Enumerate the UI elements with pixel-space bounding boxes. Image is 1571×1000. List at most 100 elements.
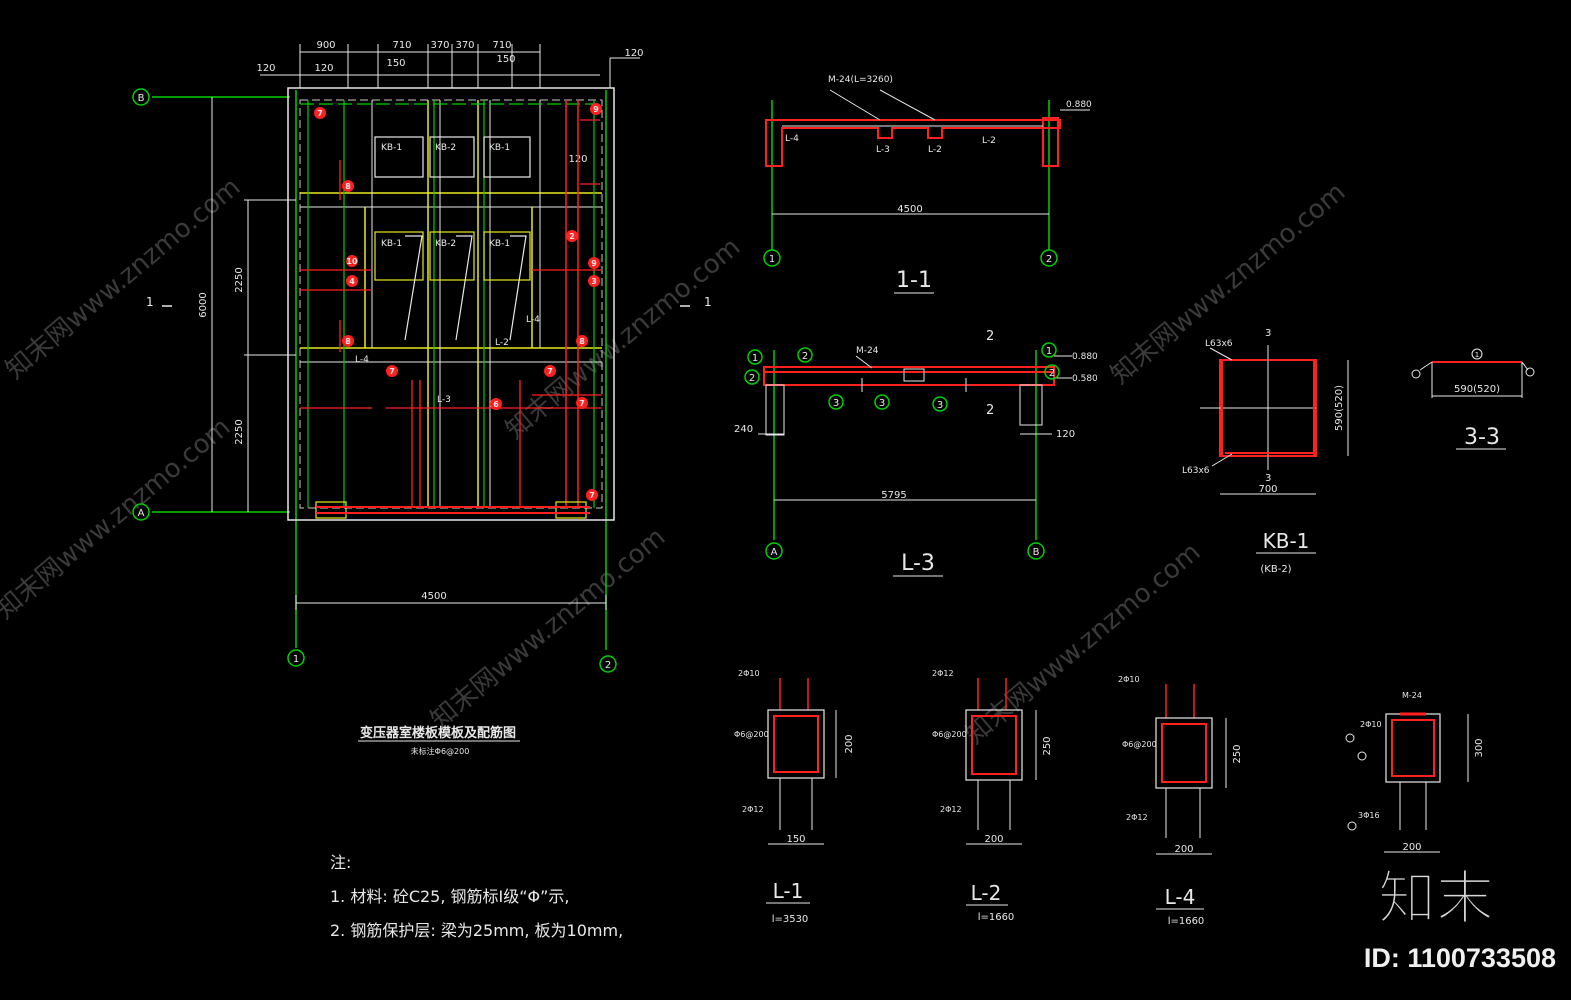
bottom-bar-label: 2Φ12 [742, 805, 764, 814]
axis-bubble-b: B [132, 88, 150, 106]
marker-label: 9 [591, 259, 597, 268]
beam-label: L-4 [785, 134, 799, 144]
kb1-angle-top: L63x6 [1205, 339, 1233, 349]
bottom-bar-label: 2Φ12 [1126, 813, 1148, 822]
rebar-marker: 1 [1041, 342, 1057, 358]
dim-bottom-label: 4500 [421, 591, 446, 602]
l3-section-label: 2 [986, 329, 994, 344]
l3-elev-bottom: 0.580 [1072, 374, 1098, 384]
marker-label: 2 [1049, 368, 1055, 379]
l3-rebar-label: M-24 [856, 346, 879, 356]
rebar-marker: 7 [314, 107, 326, 119]
notes-heading: 注: [330, 853, 351, 872]
marker-label: 8 [579, 337, 585, 346]
rebar-marker: 1 [747, 349, 763, 365]
rebar-marker: 4 [346, 275, 358, 287]
section-title: L-2 [971, 881, 1002, 905]
rebar-marker: 7 [386, 365, 398, 377]
dim-left-upper-label: 2250 [234, 267, 245, 292]
plan-beam-labels: L-4 L-2 L-3 L-4 [355, 315, 540, 405]
marker-label: 8 [345, 337, 351, 346]
marker-label: 7 [547, 367, 553, 376]
height-label: 250 [1042, 736, 1053, 755]
kb1-angle-bottom: L63x6 [1182, 466, 1210, 476]
marker-label: 7 [389, 367, 395, 376]
panel-label: KB-1 [489, 239, 510, 249]
top-bar-label: 2Φ10 [1118, 675, 1140, 684]
marker-label: 7 [589, 491, 595, 500]
rebar-marker: 8 [342, 335, 354, 347]
dim-label: 370 [455, 40, 474, 51]
marker-label: 2 [569, 232, 575, 241]
dim-bottom [295, 595, 607, 610]
beam-label: L-2 [495, 338, 509, 348]
kb1-dim-height: 590(520) [1334, 385, 1345, 431]
marker-label: 1 [1475, 351, 1479, 359]
marker-label: 2 [749, 373, 755, 384]
height-label: 250 [1232, 744, 1243, 763]
section-1-1-span: 4500 [897, 204, 922, 215]
axis-label: 1 [769, 254, 775, 265]
section-mark-right: 1 [704, 295, 712, 309]
axis-bubble-2: 2 [599, 655, 617, 673]
watermark-layer: 知末网www.znzmo.com 知末网www.znzmo.com 知末网www… [0, 172, 1351, 750]
width-label: 200 [1402, 842, 1421, 853]
l3-section-label: 2 [986, 403, 994, 418]
brand-logo: 知末 [1378, 864, 1494, 932]
length-label: l=1660 [1168, 916, 1205, 927]
kb1-cut: 3 [1265, 473, 1271, 484]
axis-label: 2 [1046, 254, 1052, 265]
rebar-marker: 1 [1471, 348, 1483, 360]
axis-label: 2 [605, 660, 611, 671]
rebar-marker: 2 [566, 230, 578, 242]
beam-label: L-2 [928, 145, 942, 155]
kb1-dim-width: 700 [1258, 484, 1277, 495]
notes: 注: 1. 材料: 砼C25, 钢筋标Ⅰ级“Φ”示, 2. 钢筋保护层: 梁为2… [330, 853, 623, 940]
brand: 知末 ID: 1100733508 [1364, 864, 1556, 974]
rebar-marker: 7 [576, 397, 588, 409]
beam-label: L-3 [876, 145, 890, 155]
rebar-marker: 10 [346, 255, 358, 267]
axis-bubble-1: 1 [763, 249, 781, 267]
marker-label: 3 [591, 277, 597, 286]
kb1-detail: 3 3 L63x6 L63x6 590(520) 700 KB-1 (KB-2) [1182, 328, 1349, 575]
dim-top [260, 44, 640, 88]
rebar-marker: 9 [588, 257, 600, 269]
rebar-marker: 2 [797, 347, 813, 363]
kb1-subtitle: (KB-2) [1260, 564, 1291, 575]
kb1-title: KB-1 [1263, 529, 1310, 553]
section-l2: 2Φ12 Φ6@200 2Φ12 200 250 L-2 l=1660 [932, 669, 1053, 923]
marker-label: 8 [345, 182, 351, 191]
beam-label: L-2 [982, 136, 996, 146]
width-label: 200 [1174, 844, 1193, 855]
width-label: 150 [786, 834, 805, 845]
marker-label: 7 [317, 109, 323, 118]
l3-markers: 1 2 2 1 2 3 3 3 [744, 342, 1060, 412]
top-bar-label: 2Φ10 [1360, 720, 1382, 729]
stirrup-label: Φ6@200 [932, 730, 967, 739]
stirrup-label: Φ6@200 [1122, 740, 1157, 749]
axis-label: 1 [293, 654, 299, 665]
marker-label: 9 [593, 105, 599, 114]
image-id-label: ID: 1100733508 [1364, 943, 1556, 973]
section-3-3: 1 590(520) 3-3 [1411, 348, 1535, 450]
section-3-3-dim: 590(520) [1454, 384, 1500, 395]
section-1-1-rebar-label: M-24(L=3260) [828, 75, 893, 85]
rebar-marker: 6 [490, 398, 502, 410]
section-3-3-title: 3-3 [1464, 425, 1500, 450]
marker-label: 2 [802, 351, 808, 362]
dim-height-label: 6000 [198, 292, 209, 317]
marker-label: 1 [752, 353, 758, 364]
watermark-text: 知末网www.znzmo.com [0, 412, 236, 625]
plan-beams [300, 100, 602, 519]
dim-label: 150 [386, 58, 405, 69]
dim-label: 120 [624, 48, 643, 59]
axis-label: B [1033, 547, 1040, 558]
beam-l3: M-24 2 2 0.880 0.580 1 2 2 1 2 3 3 3 240… [734, 329, 1098, 577]
height-label: 300 [1474, 738, 1485, 757]
l3-dim-right: 120 [1056, 429, 1075, 440]
beam-label: L-4 [526, 315, 540, 325]
rebar-marker: 9 [590, 103, 602, 115]
plan-subtitle: 未标注Φ6@200 [411, 746, 470, 756]
